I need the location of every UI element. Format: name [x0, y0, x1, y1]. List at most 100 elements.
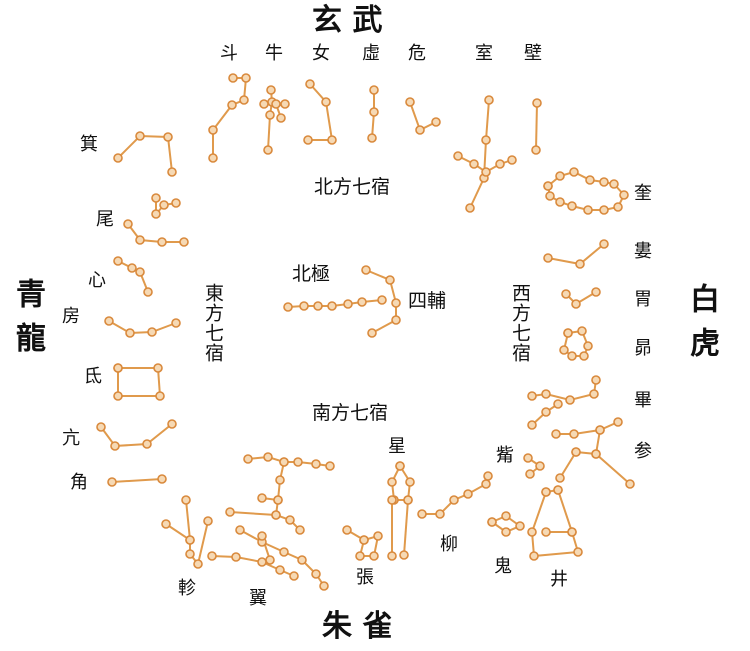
star-dot — [465, 203, 475, 213]
star-dot — [599, 239, 609, 249]
star-dot — [167, 419, 177, 429]
star-dot — [527, 391, 537, 401]
star-dot — [431, 117, 441, 127]
mansion-label-mao: 昴 — [634, 338, 652, 359]
constellation-line — [127, 223, 184, 243]
star-dot — [567, 201, 577, 211]
star-dot — [527, 527, 537, 537]
star-dot — [171, 198, 181, 208]
star-dot — [265, 110, 275, 120]
star-dot — [159, 200, 169, 210]
constellation-bi-net — [527, 375, 601, 430]
star-dot — [367, 328, 377, 338]
star-dot — [279, 457, 289, 467]
east-symbol-label: 青龍 — [10, 278, 45, 366]
star-dot — [555, 197, 565, 207]
constellation-line — [185, 499, 191, 541]
mansion-label-kang: 亢 — [62, 428, 80, 449]
constellation-bi — [531, 98, 542, 155]
star-dot — [523, 453, 533, 463]
star-dot — [227, 100, 237, 110]
star-dot — [609, 179, 619, 189]
star-dot — [96, 422, 106, 432]
star-dot — [567, 527, 577, 537]
star-dot — [123, 219, 133, 229]
star-dot — [263, 452, 273, 462]
star-dot — [501, 511, 511, 521]
star-dot — [143, 287, 153, 297]
star-dot — [369, 107, 379, 117]
star-dot — [113, 363, 123, 373]
star-dot — [283, 302, 293, 312]
star-dot — [297, 555, 307, 565]
star-dot — [342, 525, 352, 535]
star-dot — [193, 559, 203, 569]
star-dot — [355, 551, 365, 561]
constellation-line — [469, 99, 490, 209]
star-dot — [541, 407, 551, 417]
star-dot — [231, 552, 241, 562]
star-dot — [481, 135, 491, 145]
constellation-nu — [303, 79, 337, 145]
star-dot — [551, 429, 561, 439]
star-dot — [279, 547, 289, 557]
star-dot — [125, 328, 135, 338]
star-dot — [543, 253, 553, 263]
mansion-label-dou: 斗 — [220, 43, 238, 64]
west-symbol-label: 白虎 — [684, 283, 719, 371]
constellation-niu — [259, 85, 290, 155]
star-dot — [241, 73, 251, 83]
constellation-line — [108, 320, 177, 335]
star-dot — [541, 487, 551, 497]
constellation-jiao — [107, 474, 167, 487]
constellation-line — [422, 475, 489, 515]
constellation-yi — [207, 452, 335, 591]
star-dot — [271, 99, 281, 109]
star-dot — [327, 301, 337, 311]
constellation-line — [229, 511, 277, 516]
constellation-wei-stomach — [561, 287, 601, 309]
star-dot — [299, 301, 309, 311]
mansion-label-gui: 鬼 — [494, 556, 512, 577]
constellation-line — [547, 243, 605, 266]
star-dot — [577, 326, 587, 336]
mansion-label-wei-danger: 危 — [408, 43, 426, 64]
star-dot — [295, 525, 305, 535]
star-dot — [553, 485, 563, 495]
star-dot — [181, 495, 191, 505]
star-dot — [385, 275, 395, 285]
mansion-label-shi: 室 — [475, 43, 493, 64]
mansion-label-bi-net: 畢 — [634, 390, 652, 411]
mansion-label-zhang: 張 — [356, 567, 374, 588]
mansion-label-liu: 柳 — [440, 534, 458, 555]
constellation-gui — [487, 511, 525, 537]
star-dot — [266, 85, 276, 95]
star-dot — [225, 507, 235, 517]
star-dot — [579, 351, 589, 361]
star-dot — [403, 495, 413, 505]
mansion-label-lou: 婁 — [634, 241, 652, 262]
star-dot — [481, 167, 491, 177]
star-dot — [377, 295, 387, 305]
star-dot — [208, 125, 218, 135]
constellation-line — [239, 529, 325, 587]
star-dot — [357, 297, 367, 307]
east-region-label: 東方七宿 — [202, 283, 224, 363]
star-dot — [487, 517, 497, 527]
star-dot — [276, 113, 286, 123]
star-dot — [207, 551, 217, 561]
constellation-line — [409, 101, 437, 132]
star-dot — [127, 263, 137, 273]
star-dot — [569, 167, 579, 177]
star-dot — [481, 479, 491, 489]
mansion-label-di: 氐 — [84, 366, 102, 387]
mansion-label-xing: 星 — [388, 436, 406, 457]
star-dot — [321, 97, 331, 107]
constellation-line — [155, 198, 177, 217]
star-dot — [185, 549, 195, 559]
south-region-label: 南方七宿 — [312, 402, 389, 424]
star-dot — [561, 289, 571, 299]
mansion-label-zhen: 軫 — [178, 578, 196, 599]
constellation-shi — [453, 95, 517, 213]
